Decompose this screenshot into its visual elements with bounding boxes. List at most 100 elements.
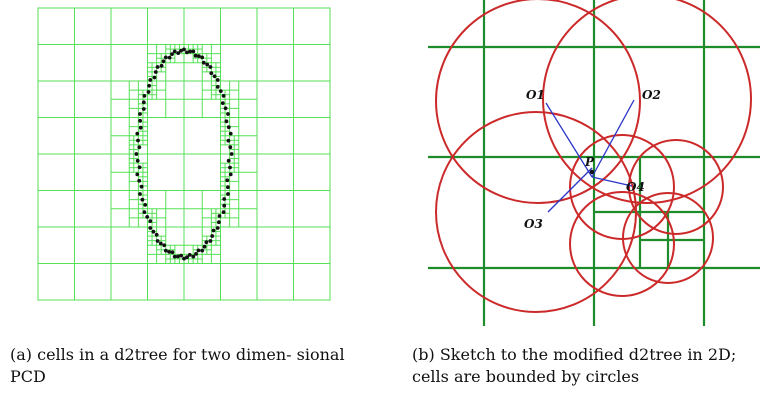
connector-line xyxy=(547,167,593,213)
point xyxy=(179,253,184,258)
point xyxy=(137,145,142,150)
bounding-circle xyxy=(542,0,752,204)
point xyxy=(228,131,233,136)
point-p xyxy=(589,169,595,175)
point xyxy=(138,112,142,116)
point xyxy=(151,229,156,234)
point xyxy=(201,60,206,65)
point xyxy=(142,210,147,215)
point xyxy=(221,94,226,98)
point xyxy=(208,65,213,69)
point xyxy=(210,234,215,238)
point xyxy=(188,49,193,54)
point xyxy=(200,248,205,253)
point xyxy=(141,107,146,111)
point xyxy=(159,63,164,68)
point xyxy=(196,248,201,253)
point xyxy=(218,89,223,93)
point xyxy=(200,55,205,60)
point xyxy=(226,185,230,190)
point xyxy=(167,55,172,60)
point xyxy=(139,184,144,189)
connector-line xyxy=(545,102,593,178)
point xyxy=(176,51,181,55)
point xyxy=(134,152,139,156)
point xyxy=(138,125,143,130)
point xyxy=(141,100,146,105)
point xyxy=(163,55,168,60)
point xyxy=(153,70,158,74)
point xyxy=(226,125,231,130)
point xyxy=(217,214,222,218)
point xyxy=(204,240,209,245)
point xyxy=(161,59,166,64)
point xyxy=(138,192,142,196)
point xyxy=(147,83,152,88)
point xyxy=(226,138,231,143)
label-o1: O1 xyxy=(526,88,545,102)
point xyxy=(215,78,220,82)
point xyxy=(135,158,140,163)
point xyxy=(154,232,159,237)
point xyxy=(172,254,177,259)
point xyxy=(187,253,192,257)
point xyxy=(135,172,140,177)
point xyxy=(137,178,142,183)
connector-line xyxy=(591,176,633,187)
point xyxy=(223,106,228,111)
point xyxy=(138,118,143,123)
point xyxy=(221,210,226,215)
label-o4: O4 xyxy=(626,180,645,194)
point xyxy=(194,252,198,256)
point xyxy=(185,255,189,260)
point xyxy=(222,203,227,208)
point xyxy=(148,219,153,224)
bounding-circle xyxy=(569,191,675,297)
point xyxy=(155,65,160,69)
label-p: P xyxy=(584,155,595,169)
bounding-circle xyxy=(622,192,714,284)
point xyxy=(212,74,217,79)
caption-a: (a) cells in a d2tree for two dimen- sio… xyxy=(10,345,345,386)
point xyxy=(182,256,186,261)
point xyxy=(226,112,230,116)
point xyxy=(225,178,230,183)
label-o2: O2 xyxy=(642,88,661,102)
point xyxy=(155,239,160,243)
point xyxy=(228,172,233,177)
point xyxy=(215,85,220,89)
point xyxy=(220,101,225,105)
bounding-circle xyxy=(569,134,675,240)
point xyxy=(202,244,207,249)
point xyxy=(135,131,140,136)
point xyxy=(226,158,231,163)
point xyxy=(208,239,213,243)
point xyxy=(143,203,148,207)
point xyxy=(170,250,175,255)
point xyxy=(170,52,174,56)
point xyxy=(176,254,180,259)
panel-a-quadtree xyxy=(37,7,331,301)
point xyxy=(146,90,151,94)
bounding-circle xyxy=(435,0,641,204)
point xyxy=(167,250,172,254)
point xyxy=(148,78,153,82)
point xyxy=(209,71,214,76)
point xyxy=(193,53,198,58)
point xyxy=(228,165,232,170)
point xyxy=(163,248,168,253)
point xyxy=(215,226,220,230)
point xyxy=(224,119,229,124)
point xyxy=(172,49,177,54)
point xyxy=(229,152,234,156)
point xyxy=(179,48,183,53)
point xyxy=(162,243,167,248)
point xyxy=(197,54,201,58)
point xyxy=(158,241,163,246)
point xyxy=(137,165,142,170)
caption-b: (b) Sketch to the modified d2tree in 2D;… xyxy=(412,345,737,386)
point xyxy=(217,220,221,225)
